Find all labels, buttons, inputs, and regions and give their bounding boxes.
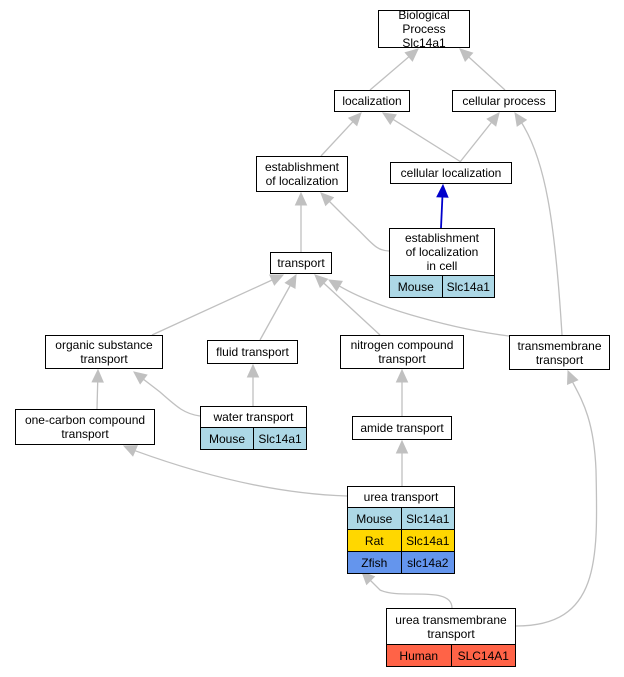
edge-arrowhead (133, 371, 148, 385)
node-label: establishment of localization (264, 160, 340, 188)
species-name: Mouse (397, 279, 434, 294)
species-row: Rat Slc14a1 (348, 529, 454, 551)
node-loc[interactable]: localization (334, 90, 410, 112)
node-label: fluid transport (216, 345, 289, 359)
node-label: transport (277, 256, 325, 270)
node-label: cellular localization (400, 166, 502, 180)
edge-line (440, 196, 444, 229)
node-label: transmembrane transport (517, 338, 602, 367)
species-name: Rat (364, 533, 384, 548)
edge-line (459, 121, 493, 163)
gene-symbol: slc14a2 (400, 552, 455, 573)
gene-symbol: SLC14A1 (450, 645, 516, 666)
edge-arrowhead (486, 112, 500, 127)
node-transport[interactable]: transport (270, 252, 332, 274)
edge-arrowhead (567, 369, 579, 385)
edge-arrowhead (327, 279, 343, 292)
species-name: Mouse (208, 431, 246, 446)
node-onecarbon[interactable]: one-carbon compound transport (15, 409, 155, 445)
node-cellproc[interactable]: cellular process (452, 90, 556, 112)
node-label: urea transmembrane transport (395, 612, 507, 641)
edge-line (515, 381, 598, 627)
edge-line (339, 285, 510, 337)
edge-arrowhead (284, 273, 297, 289)
species-row: Mouse Slc14a1 (390, 275, 494, 297)
edge-line (468, 56, 506, 91)
edge-arrowhead (395, 368, 409, 383)
edge-arrowhead (514, 112, 528, 127)
edge-line (134, 450, 348, 497)
node-estab[interactable]: establishment of localization (256, 156, 348, 192)
node-organic[interactable]: organic substance transport (45, 335, 163, 369)
edge-arrowhead (404, 48, 419, 62)
node-label: organic substance transport (55, 338, 153, 366)
node-label: water transport (213, 410, 294, 424)
edge-line (259, 285, 291, 341)
edge-arrowhead (246, 363, 260, 378)
species-name: Human (399, 648, 439, 663)
node-label: amide transport (360, 421, 444, 435)
species-row: Mouse Slc14a1 (201, 427, 306, 449)
edge-arrowhead (347, 112, 362, 127)
species-row: Mouse Slc14a1 (348, 507, 454, 529)
edge-line (329, 201, 390, 252)
edge-arrowhead (381, 112, 397, 125)
gene-symbol: Slc14a1 (400, 530, 455, 551)
node-amide[interactable]: amide transport (352, 416, 452, 440)
species-name: Zfish (361, 555, 388, 570)
edge-arrowhead (314, 274, 329, 289)
edge-line (369, 56, 410, 91)
edge-line (323, 282, 381, 336)
node-label: localization (342, 94, 402, 108)
node-tm[interactable]: transmembrane transport (509, 335, 610, 370)
edge-arrowhead (361, 571, 376, 586)
edge-line (392, 118, 462, 163)
species-name: Mouse (356, 511, 393, 526)
node-label: urea transport (363, 490, 439, 504)
edge-line (96, 381, 99, 410)
node-label: one-carbon compound transport (24, 413, 146, 441)
gene-symbol: Slc14a1 (441, 276, 495, 297)
edge-arrowhead (294, 191, 308, 206)
gene-symbol: Slc14a1 (253, 428, 306, 449)
edge-line (143, 378, 201, 417)
species-row: Zfish slc14a2 (348, 551, 454, 573)
edge-arrowhead (436, 183, 449, 198)
edge-line (320, 121, 354, 157)
species-row: Human SLC14A1 (387, 644, 515, 666)
node-label: Biological Process Slc14a1 (398, 8, 450, 50)
edge-line (370, 580, 453, 609)
node-nitrogen[interactable]: nitrogen compound transport (340, 335, 464, 369)
edge-arrowhead (122, 445, 138, 457)
node-label: establishment of localization in cell (404, 231, 480, 273)
node-label: nitrogen compound transport (350, 338, 454, 366)
gene-symbol: Slc14a1 (400, 508, 455, 529)
edge-arrowhead (459, 48, 474, 63)
node-cellloc[interactable]: cellular localization (390, 162, 512, 184)
edge-line (151, 279, 273, 336)
edge-arrowhead (91, 368, 104, 383)
node-label: cellular process (462, 94, 546, 108)
edge-arrowhead (320, 192, 335, 207)
node-fluid[interactable]: fluid transport (207, 340, 298, 364)
edge-arrowhead (269, 274, 285, 286)
node-bio[interactable]: Biological Process Slc14a1 (378, 8, 470, 50)
edge-arrowhead (395, 439, 409, 454)
edge-line (521, 122, 563, 336)
